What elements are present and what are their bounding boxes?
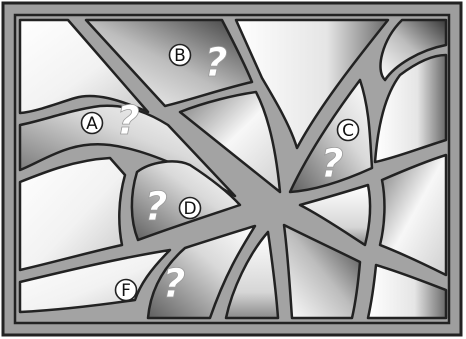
label-a: A <box>82 113 103 135</box>
question-mark-c: ? <box>320 141 343 187</box>
question-mark-b: ? <box>204 40 227 86</box>
question-mark-d: ? <box>144 184 167 230</box>
svg-text:B: B <box>174 46 186 66</box>
label-c: C <box>338 120 359 142</box>
svg-text:C: C <box>342 121 354 141</box>
question-mark-a: ? <box>116 98 139 144</box>
question-mark-f: ? <box>162 261 185 307</box>
label-b: B <box>170 45 191 67</box>
svg-text:D: D <box>183 199 196 219</box>
svg-text:F: F <box>121 281 131 301</box>
label-d: D <box>180 198 201 220</box>
label-f: F <box>116 280 137 302</box>
svg-text:A: A <box>86 114 98 134</box>
